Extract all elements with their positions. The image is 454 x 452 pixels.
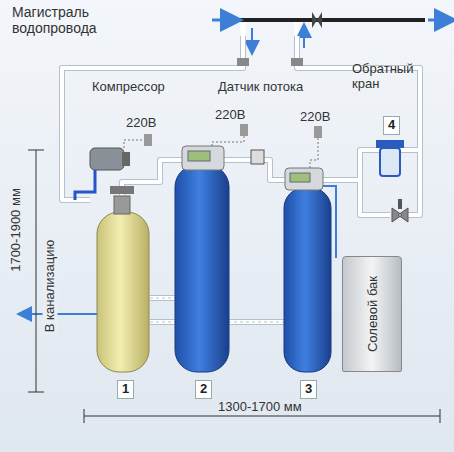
control-head (182, 146, 224, 170)
compressor (90, 148, 124, 170)
prefilter-head (376, 140, 404, 148)
callout-number: 3 (300, 380, 317, 399)
voltage-label: 220В (300, 110, 330, 125)
part-label: Датчик потока (218, 80, 303, 95)
check-valve (392, 208, 408, 222)
voltage-label: 220В (215, 108, 245, 123)
plug (144, 134, 152, 146)
drain-arrow (24, 313, 97, 315)
dimension-label: 1700-1900 мм (9, 186, 24, 274)
dimension-lines (28, 150, 440, 423)
aeration-tank (97, 212, 149, 372)
softener-tank (284, 188, 331, 372)
control-head (285, 168, 323, 190)
brine-line (323, 186, 336, 258)
flow-arrow (212, 19, 232, 22)
tank-label: Солевой бак (365, 276, 380, 352)
power-wires (124, 136, 318, 168)
dimension-label: 1300-1700 мм (215, 400, 305, 415)
drain-label: В канализацию (43, 238, 58, 334)
part-label: Обратный кран (352, 62, 432, 92)
filter-tank (175, 165, 229, 372)
flow-arrow (428, 19, 446, 22)
bypass-valve (312, 12, 322, 28)
part-label: Компрессор (92, 80, 165, 95)
callout-number: 4 (383, 116, 400, 135)
plug (314, 126, 322, 138)
prefilter (380, 148, 400, 176)
tap (291, 58, 303, 66)
voltage-label: 220В (126, 116, 156, 131)
tank-valve (114, 196, 130, 214)
tap (237, 58, 249, 66)
salt-tank: Солевой бак (342, 256, 402, 372)
plug (240, 124, 248, 136)
air-hose (75, 170, 95, 200)
flow-sensor (251, 150, 264, 164)
callout-number: 2 (195, 380, 212, 399)
callout-number: 1 (117, 380, 134, 399)
main-pipe (238, 18, 425, 22)
pipe-label: Магистраль водопровода (12, 4, 112, 36)
